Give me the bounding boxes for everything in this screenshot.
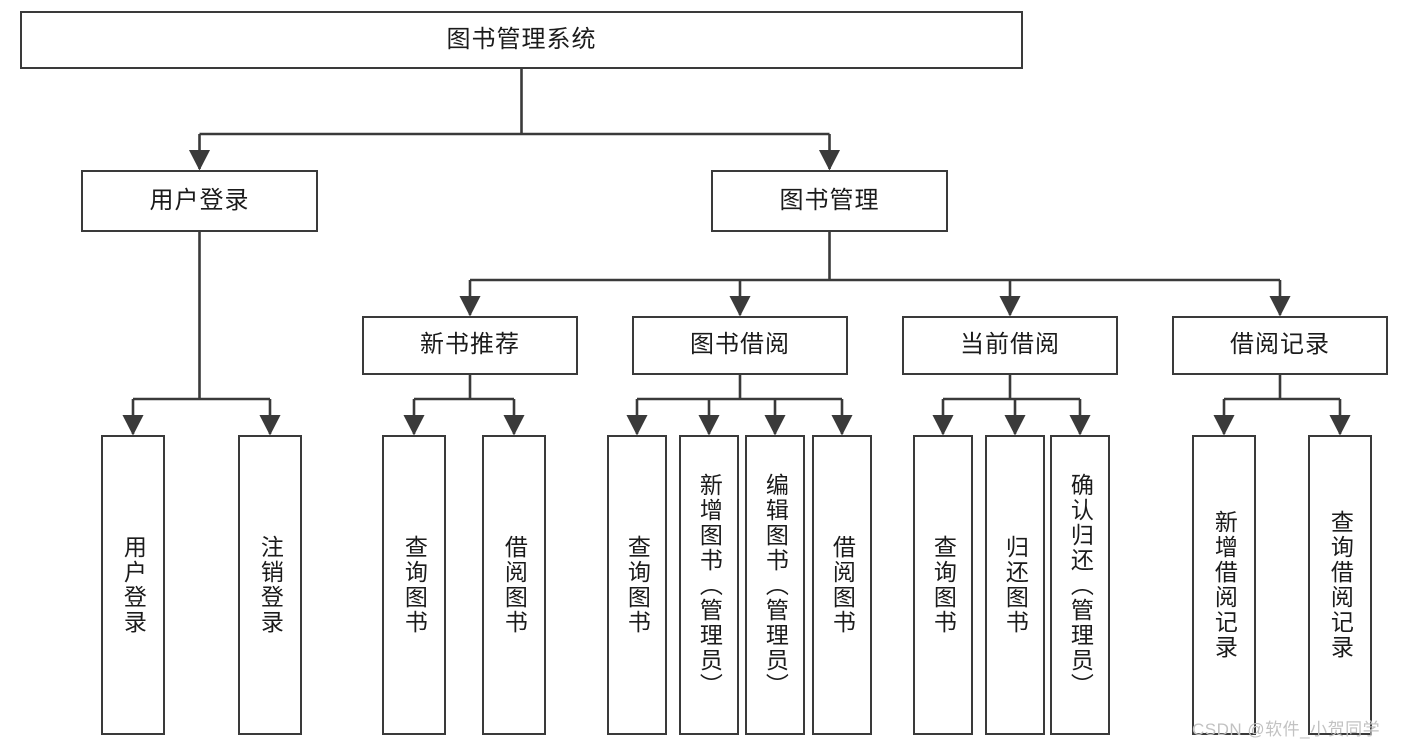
node-label: 新书推荐 <box>420 331 520 359</box>
node-label: 查询图书 <box>930 535 957 635</box>
node-label: 图书管理系统 <box>446 25 597 53</box>
node-label: 新增借阅记录 <box>1211 510 1238 660</box>
node-label: 查询借阅记录 <box>1327 510 1354 660</box>
node-label: 注销登录 <box>257 535 284 635</box>
node-login[interactable]: 用户登录 <box>81 170 318 232</box>
node-label: 查询图书 <box>401 535 428 635</box>
node-bookmgmt[interactable]: 图书管理 <box>711 170 948 232</box>
node-root[interactable]: 图书管理系统 <box>20 11 1023 69</box>
node-borrow[interactable]: 图书借阅 <box>632 316 848 375</box>
node-label: 编辑图书（管理员） <box>762 472 789 698</box>
node-current[interactable]: 当前借阅 <box>902 316 1118 375</box>
node-n1[interactable]: 查询图书 <box>382 435 446 735</box>
node-b4[interactable]: 借阅图书 <box>812 435 872 735</box>
node-label: 用户登录 <box>120 535 147 635</box>
node-b2[interactable]: 新增图书（管理员） <box>679 435 739 735</box>
node-c2[interactable]: 归还图书 <box>985 435 1045 735</box>
node-label: 归还图书 <box>1002 535 1029 635</box>
node-b1[interactable]: 查询图书 <box>607 435 667 735</box>
node-label: 借阅图书 <box>501 535 528 635</box>
node-label: 新增图书（管理员） <box>696 472 723 698</box>
node-label: 借阅图书 <box>829 535 856 635</box>
node-label: 图书借阅 <box>690 331 790 359</box>
node-r2[interactable]: 查询借阅记录 <box>1308 435 1372 735</box>
node-label: 用户登录 <box>149 186 250 214</box>
node-c1[interactable]: 查询图书 <box>913 435 973 735</box>
node-r1[interactable]: 新增借阅记录 <box>1192 435 1256 735</box>
node-b3[interactable]: 编辑图书（管理员） <box>745 435 805 735</box>
node-newbook[interactable]: 新书推荐 <box>362 316 578 375</box>
node-c3[interactable]: 确认归还（管理员） <box>1050 435 1110 735</box>
node-records[interactable]: 借阅记录 <box>1172 316 1388 375</box>
node-label: 借阅记录 <box>1230 331 1330 359</box>
node-label: 确认归还（管理员） <box>1067 472 1094 698</box>
node-label: 查询图书 <box>624 535 651 635</box>
node-n2[interactable]: 借阅图书 <box>482 435 546 735</box>
node-l1[interactable]: 用户登录 <box>101 435 165 735</box>
node-label: 图书管理 <box>779 186 880 214</box>
node-label: 当前借阅 <box>960 331 1060 359</box>
node-l2[interactable]: 注销登录 <box>238 435 302 735</box>
